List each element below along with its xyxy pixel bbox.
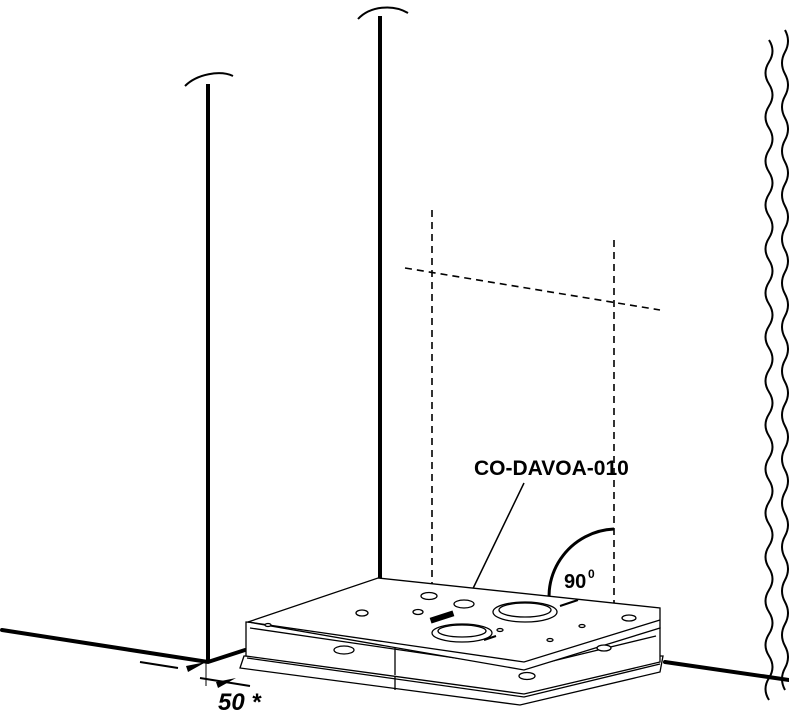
distance-dimension [139,661,251,688]
center-wall-post [357,6,409,587]
left-wall-post [184,72,234,662]
angle-unit: 0 [588,567,595,581]
unit-box [239,577,664,706]
leader-line [465,482,525,604]
angle-label: 90 0 [564,567,595,593]
dashed-guides [404,210,661,631]
angle-value: 90 [564,571,586,593]
distance-label: 50 * [218,689,262,713]
part-code-label: CO-DAVOA-010 [474,457,629,480]
break-lines [764,29,789,701]
